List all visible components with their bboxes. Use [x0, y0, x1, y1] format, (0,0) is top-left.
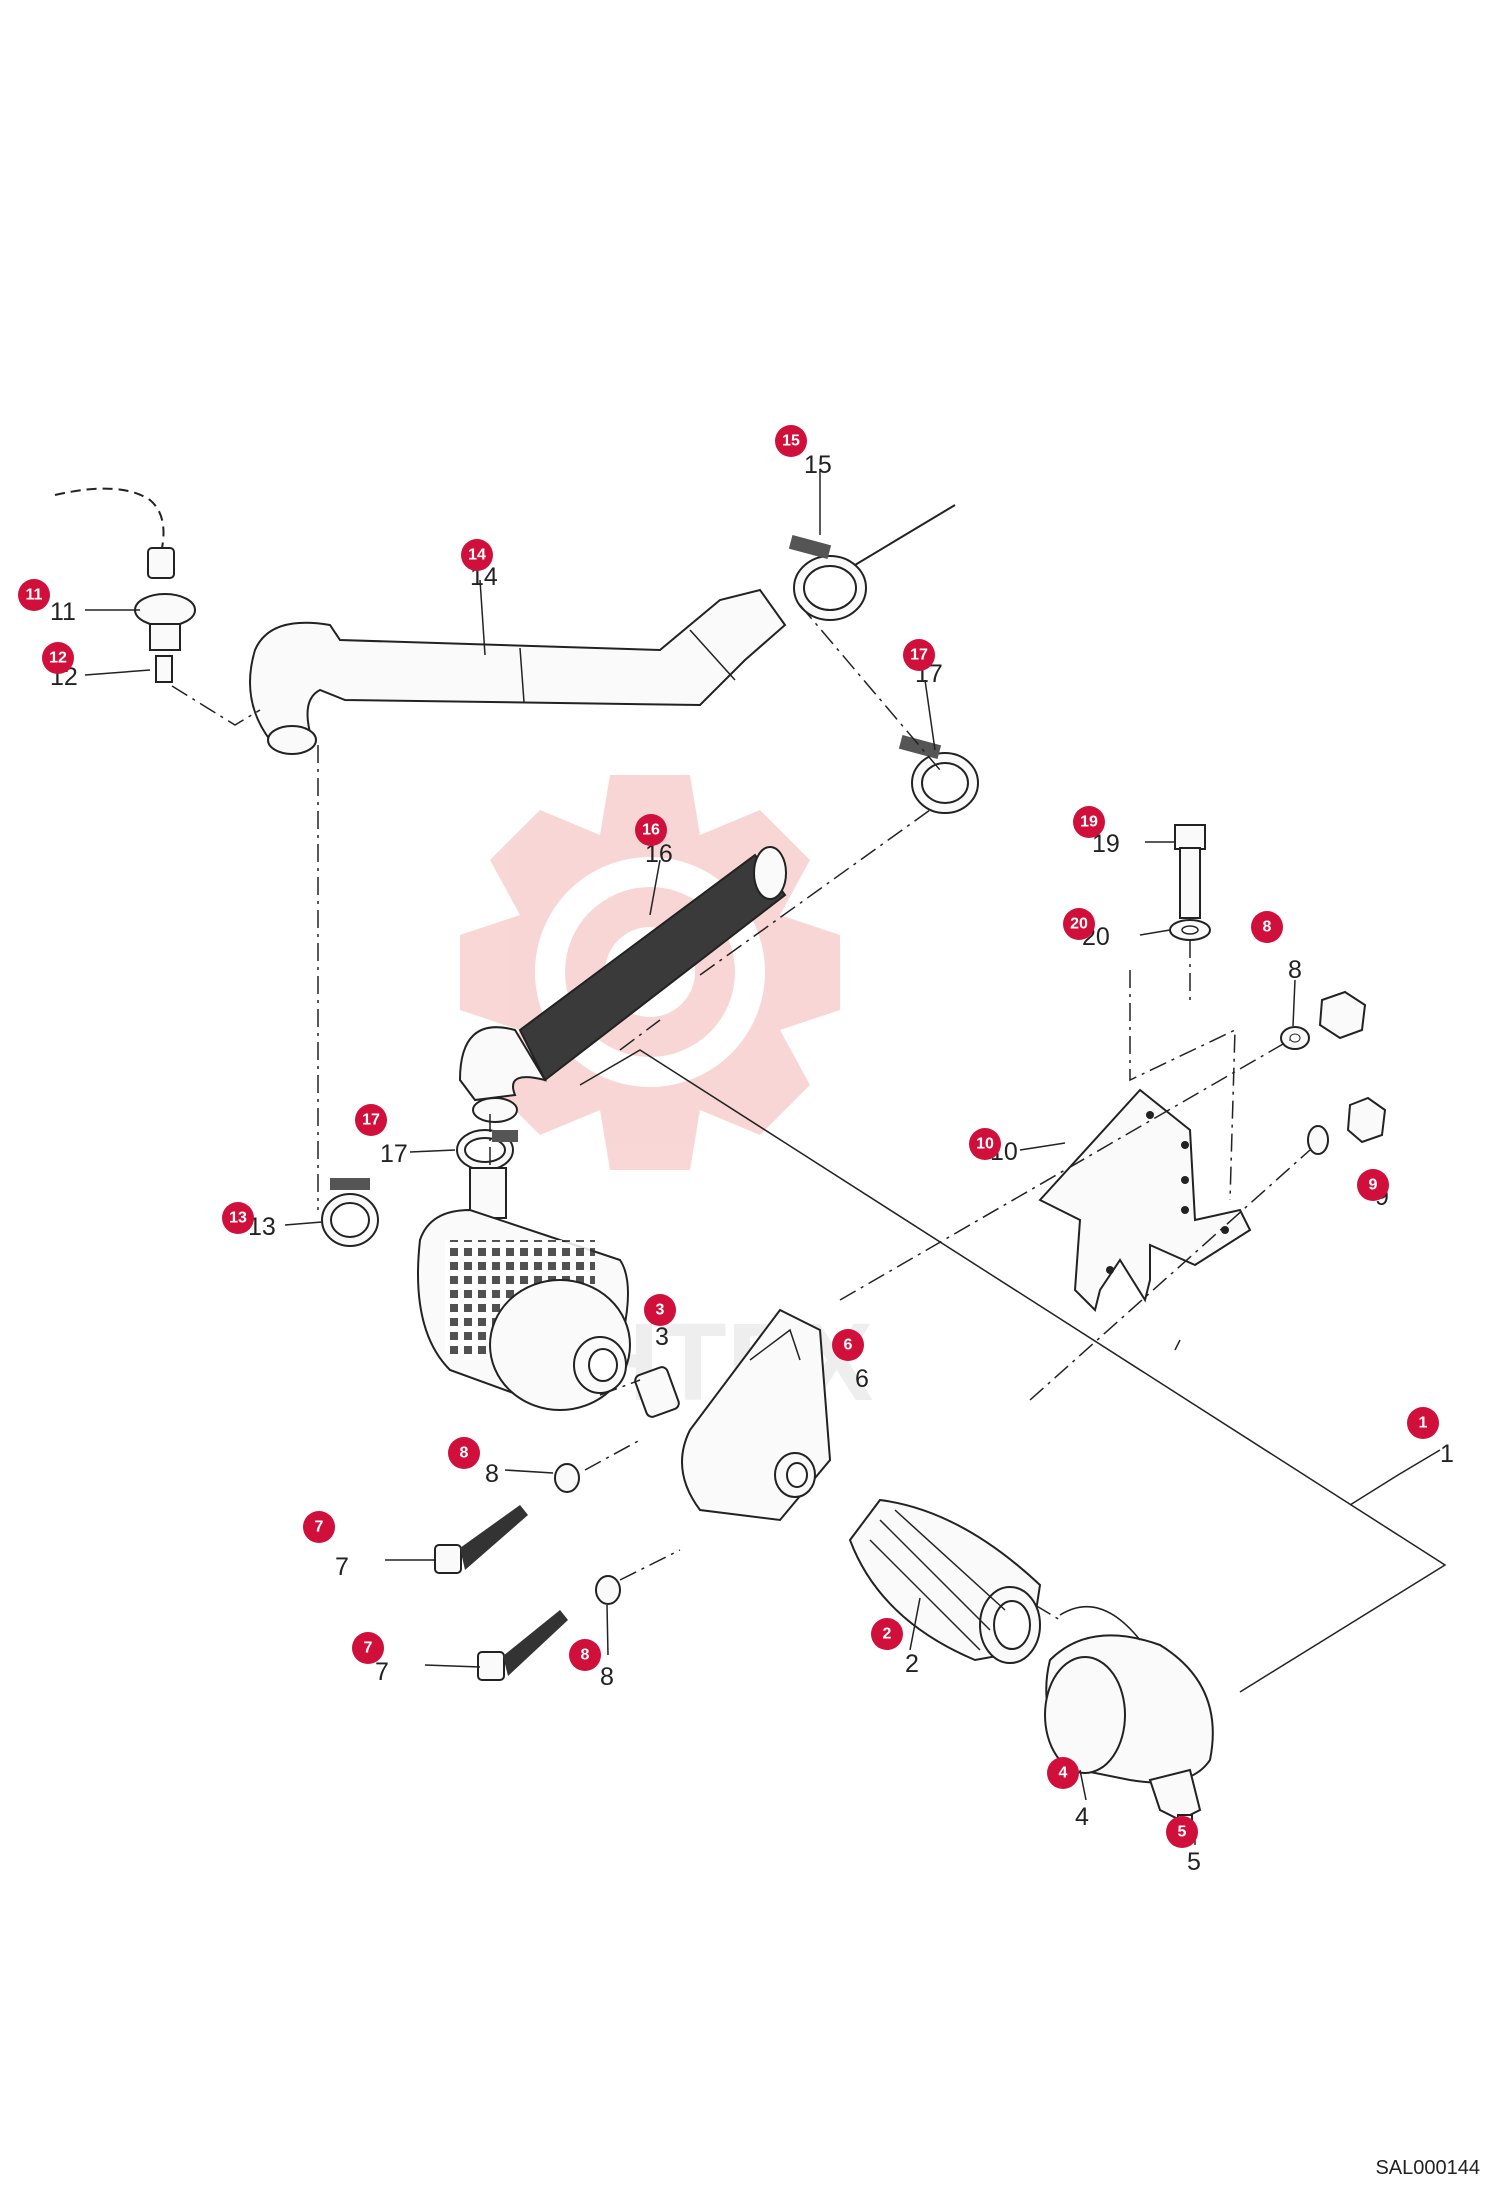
- air-cleaner-body: [417, 1167, 631, 1412]
- part-num-17-lower: 17: [380, 1140, 408, 1168]
- callout-badge-label: 20: [1070, 916, 1088, 933]
- callout-badge-17-upper[interactable]: 17: [903, 639, 935, 671]
- callout-badge-label: 4: [1059, 1765, 1068, 1782]
- callout-badge-2[interactable]: 2: [871, 1618, 903, 1650]
- callout-badge-1[interactable]: 1: [1407, 1407, 1439, 1439]
- callout-badge-label: 15: [782, 433, 800, 450]
- filter-housing: [681, 1308, 832, 1522]
- callout-badge-label: 7: [315, 1519, 324, 1536]
- callout-badge-label: 6: [844, 1337, 853, 1354]
- part-num-5: 5: [1187, 1848, 1201, 1876]
- callout-badge-9[interactable]: 9: [1357, 1169, 1389, 1201]
- part-num-2: 2: [905, 1650, 919, 1678]
- part-num-8-right: 8: [1288, 956, 1302, 984]
- mounting-bracket: [1038, 1088, 1252, 1312]
- part-num-11: 11: [50, 598, 76, 626]
- hose-clamp-right: [898, 735, 979, 814]
- callout-badge-label: 2: [883, 1626, 892, 1643]
- callout-badge-label: 3: [656, 1302, 665, 1319]
- part-num-1: 1: [1440, 1440, 1454, 1468]
- part-num-7-lower: 7: [375, 1658, 389, 1686]
- callout-badge-12[interactable]: 12: [42, 642, 74, 674]
- part-num-8-left-upper: 8: [485, 1460, 499, 1488]
- callout-badge-label: 16: [642, 822, 660, 839]
- hose-clamp-left: [321, 1178, 379, 1247]
- callout-badge-label: 17: [362, 1112, 380, 1129]
- callout-badge-16[interactable]: 16: [635, 814, 667, 846]
- bracket-bolt: [1174, 824, 1206, 919]
- washer-left-lower: [595, 1575, 621, 1605]
- callout-badge-label: 9: [1369, 1177, 1378, 1194]
- callout-badge-label: 17: [910, 647, 928, 664]
- callout-badge-3[interactable]: 3: [644, 1294, 676, 1326]
- callout-badge-4[interactable]: 4: [1047, 1757, 1079, 1789]
- bolt-washer: [1169, 919, 1211, 941]
- intake-pipe-upper: [249, 588, 787, 755]
- callout-badge-label: 7: [364, 1640, 373, 1657]
- callout-badge-8-left-lower[interactable]: 8: [569, 1639, 601, 1671]
- filter-cover: [1044, 1605, 1214, 1784]
- bolt-upper-left: [434, 1505, 528, 1574]
- callout-badge-19[interactable]: 19: [1073, 806, 1105, 838]
- fitting-nipple: [634, 1366, 680, 1418]
- callout-badge-10[interactable]: 10: [969, 1128, 1001, 1160]
- washer-right-lower: [1307, 1125, 1329, 1155]
- callout-badge-8-left-upper[interactable]: 8: [448, 1437, 480, 1469]
- callout-badge-8-right[interactable]: 8: [1251, 911, 1283, 943]
- callout-badge-label: 12: [49, 650, 67, 667]
- callout-badge-17-lower[interactable]: 17: [355, 1104, 387, 1136]
- callout-badge-label: 8: [460, 1445, 469, 1462]
- part-num-7-upper: 7: [335, 1553, 349, 1581]
- callout-badge-label: 19: [1080, 814, 1098, 831]
- callout-badge-14[interactable]: 14: [461, 539, 493, 571]
- bolt-lower-left: [477, 1610, 568, 1681]
- drawing-code: SAL000144: [1375, 2157, 1480, 2179]
- restriction-sensor: [134, 547, 196, 683]
- part-num-6: 6: [855, 1365, 869, 1393]
- callout-badge-label: 8: [581, 1647, 590, 1664]
- callout-badge-13[interactable]: 13: [222, 1202, 254, 1234]
- nut-right-lower: [1346, 1096, 1387, 1144]
- hose-clamp-lower: [456, 1129, 518, 1171]
- callout-badge-label: 13: [229, 1210, 247, 1227]
- nut-right-upper: [1318, 990, 1367, 1040]
- washer-left-upper: [554, 1463, 580, 1493]
- corrugated-hose: [458, 846, 787, 1123]
- wire-harness: [54, 487, 165, 549]
- callout-badge-6[interactable]: 6: [832, 1329, 864, 1361]
- callout-badge-label: 1: [1419, 1415, 1428, 1432]
- callout-badge-label: 11: [26, 587, 43, 604]
- part-num-3: 3: [655, 1323, 669, 1351]
- callout-badge-15[interactable]: 15: [775, 425, 807, 457]
- part-num-15: 15: [804, 451, 832, 479]
- part-num-8-left-lower: 8: [600, 1663, 614, 1691]
- callout-badge-label: 8: [1263, 919, 1272, 936]
- callout-badge-20[interactable]: 20: [1063, 908, 1095, 940]
- callout-badge-label: 14: [468, 547, 486, 564]
- callout-badge-label: 10: [976, 1136, 994, 1153]
- hose-clamp-top: [788, 535, 867, 621]
- washer-right-upper: [1280, 1026, 1310, 1050]
- part-num-4: 4: [1075, 1803, 1089, 1831]
- callout-badge-label: 5: [1178, 1824, 1187, 1841]
- callout-badge-5[interactable]: 5: [1166, 1816, 1198, 1848]
- callout-badge-11[interactable]: 11: [18, 579, 50, 611]
- callout-badge-7-upper[interactable]: 7: [303, 1511, 335, 1543]
- filter-element: [848, 1498, 1042, 1664]
- callout-badge-7-lower[interactable]: 7: [352, 1632, 384, 1664]
